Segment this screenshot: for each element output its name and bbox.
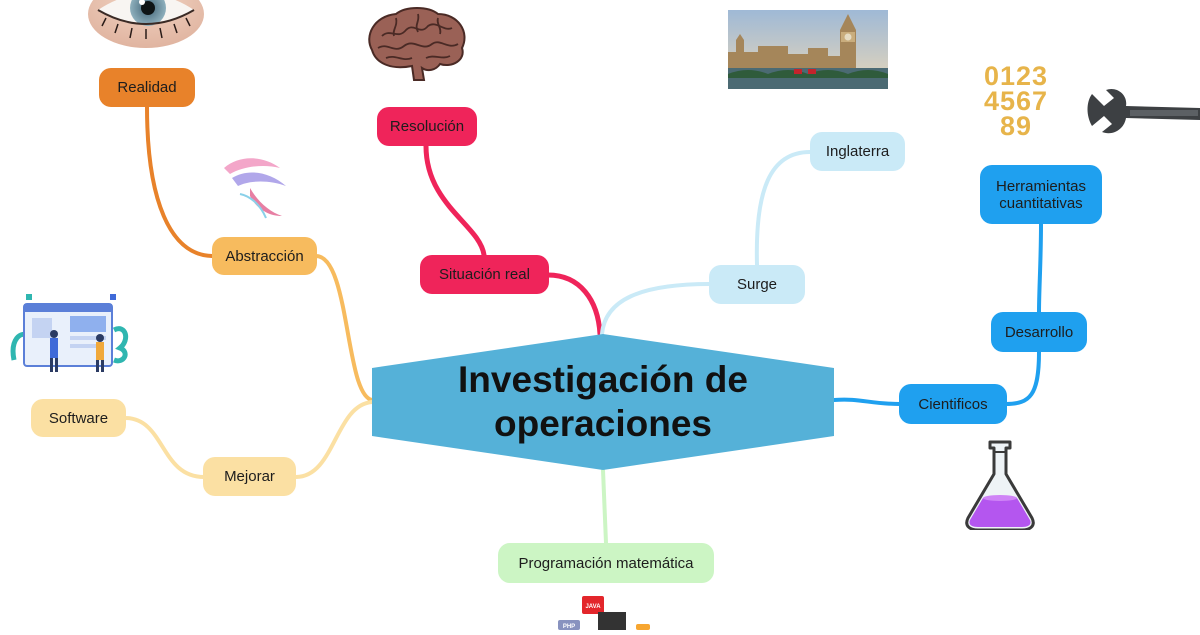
node-resolucion[interactable]: Resolución xyxy=(377,107,477,146)
link-mejorar-central xyxy=(294,400,374,479)
abstract-feather-image xyxy=(220,150,292,222)
node-realidad[interactable]: Realidad xyxy=(99,68,195,107)
link-cientificos-central xyxy=(832,397,902,406)
node-situacion-real[interactable]: Situación real xyxy=(420,255,549,294)
link-desarrollo-cientificos xyxy=(1004,350,1041,406)
link-abstraccion-central xyxy=(314,254,374,402)
central-topic[interactable]: Investigación de operaciones xyxy=(372,334,834,470)
gold-numbers-image: 0123 4567 89 xyxy=(972,61,1060,146)
link-inglaterra-surge xyxy=(754,150,812,267)
link-programacion-central xyxy=(601,468,608,545)
link-realidad-abstraccion xyxy=(145,105,214,258)
software-team-illustration xyxy=(10,290,130,376)
link-situacion-central xyxy=(545,272,603,337)
brain-illustration xyxy=(362,6,470,82)
central-topic-shape xyxy=(372,334,834,470)
node-inglaterra[interactable]: Inglaterra xyxy=(810,132,905,171)
link-resolucion-situacion xyxy=(423,143,487,258)
eye-photo xyxy=(86,0,206,50)
node-herramientas-cuantitativas[interactable]: Herramientas cuantitativas xyxy=(980,165,1102,224)
node-mejorar[interactable]: Mejorar xyxy=(203,457,296,496)
node-surge[interactable]: Surge xyxy=(709,265,805,304)
link-herramientas-desarrollo xyxy=(1037,222,1043,314)
link-surge-central xyxy=(600,282,712,336)
central-topic-title: Investigación de operaciones xyxy=(458,359,748,444)
node-abstraccion[interactable]: Abstracción xyxy=(212,237,317,275)
java-badge: JAVA xyxy=(585,604,601,610)
php-badge: PHP xyxy=(563,624,575,630)
chemistry-flask-icon xyxy=(964,440,1036,532)
node-software[interactable]: Software xyxy=(31,399,126,437)
wrench-icon xyxy=(1086,88,1200,136)
programming-languages-icons: JAVA PHP xyxy=(556,596,656,630)
node-desarrollo[interactable]: Desarrollo xyxy=(991,312,1087,352)
numbers-row-1: 0123 xyxy=(983,61,1049,91)
link-software-mejorar xyxy=(123,416,206,479)
london-parliament-photo xyxy=(728,10,888,89)
numbers-row-3: 89 xyxy=(999,111,1033,141)
numbers-row-2: 4567 xyxy=(983,86,1049,116)
node-cientificos[interactable]: Cientificos xyxy=(899,384,1007,424)
node-programacion-matematica[interactable]: Programación matemática xyxy=(498,543,714,583)
